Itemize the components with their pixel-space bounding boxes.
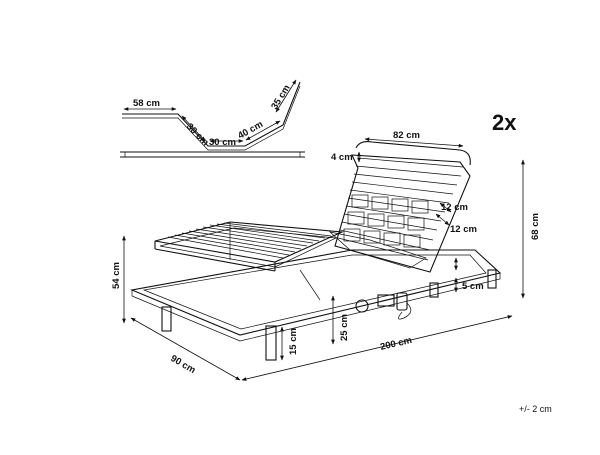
remote-control [396, 292, 408, 311]
leg-back-right [429, 282, 439, 298]
leg-right [487, 269, 497, 289]
slat-width-label: 12 cm [450, 224, 477, 235]
leg-front-mid [265, 325, 277, 361]
comfort-zone-grid [343, 194, 429, 248]
profile-58-label: 58 cm [133, 98, 160, 109]
length-label: 200 cm [379, 335, 413, 353]
profile-sketch [120, 79, 305, 158]
quantity-label: 2x [492, 110, 517, 135]
head-width-label: 82 cm [393, 130, 420, 141]
dimension-lines [122, 137, 525, 381]
height-max-label: 68 cm [530, 213, 541, 240]
profile-30a-label: 30 cm [184, 121, 211, 148]
height-foot-label: 54 cm [111, 262, 122, 289]
slat-gap-label: 12 cm [441, 202, 468, 213]
tolerance-note: +/- 2 cm [519, 404, 552, 414]
profile-40-label: 40 cm [236, 119, 265, 142]
foot-slats [167, 222, 332, 259]
motor-unit [355, 299, 369, 313]
rail-label: 5 cm [462, 281, 484, 292]
motor-clearance-label: 25 cm [339, 314, 350, 341]
profile-30b-label: 30 cm [209, 137, 236, 148]
width-label: 90 cm [169, 353, 198, 376]
bed-frame [130, 141, 502, 361]
profile-35-label: 35 cm [269, 83, 293, 112]
head-slats [337, 157, 464, 261]
leg-height-label: 15 cm [288, 328, 299, 355]
frame-edge-label: 4 cm [331, 152, 353, 163]
